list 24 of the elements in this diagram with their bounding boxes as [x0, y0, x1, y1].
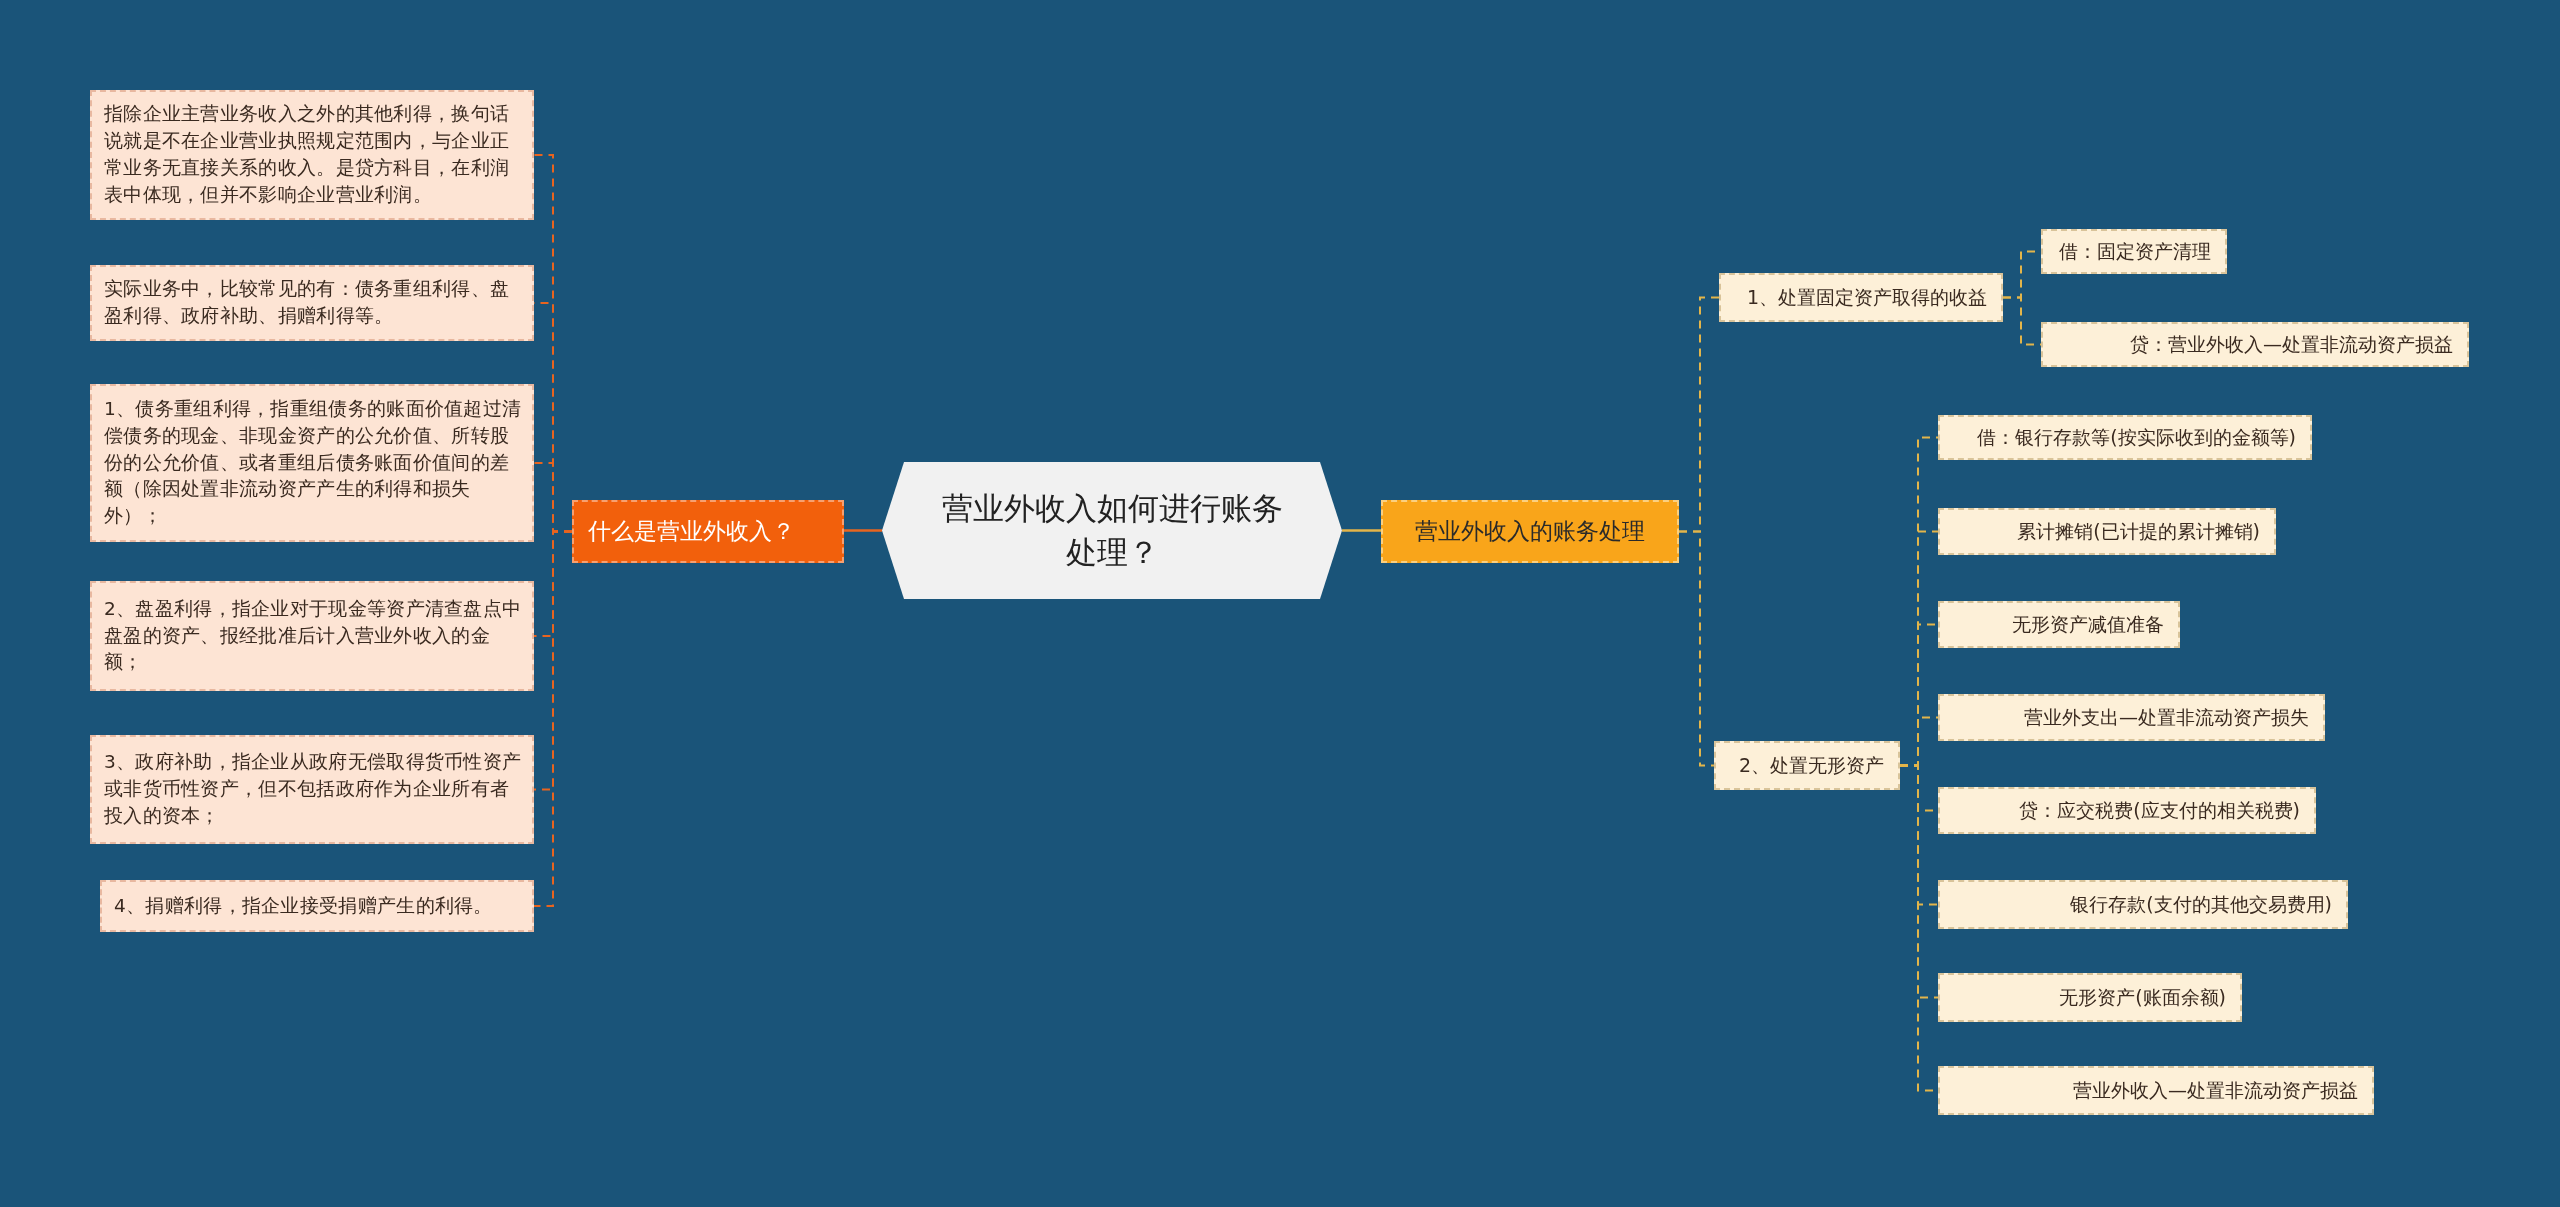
- note-box: 实际业务中，比较常见的有：债务重组利得、盘盈利得、政府补助、捐赠利得等。: [90, 265, 534, 341]
- topic-box: 营业外收入的账务处理: [1381, 500, 1679, 563]
- connector-line: [1342, 529, 1381, 532]
- entry-box: 1、处置固定资产取得的收益: [1719, 273, 2003, 322]
- entry-box: 2、处置无形资产: [1714, 741, 1900, 790]
- entry-box: 借：固定资产清理: [2041, 229, 2227, 274]
- entry-box: 银行存款(支付的其他交易费用): [1938, 880, 2348, 929]
- topic-box: 什么是营业外收入？: [572, 500, 844, 563]
- connector-line: [1678, 530, 1715, 767]
- entry-box: 无形资产减值准备: [1938, 601, 2180, 648]
- note-box: 4、捐赠利得，指企业接受捐赠产生的利得。: [100, 880, 534, 932]
- note-box: 2、盘盈利得，指企业对于现金等资产清查盘点中盘盈的资产、报经批准后计入营业外收入的金额；: [90, 581, 534, 691]
- note-box: 3、政府补助，指企业从政府无偿取得货币性资产或非货币性资产，但不包括政府作为企业所有者投入的资本；: [90, 735, 534, 844]
- entry-box: 贷：应交税费(应支付的相关税费): [1938, 787, 2316, 834]
- note-box: 1、债务重组利得，指重组债务的账面价值超过清偿债务的现金、非现金资产的公允价值、所转股份的公允价值、或者重组后债务账面价值间的差额（除因处置非流动资产产生的利得和损失外）；: [90, 384, 534, 542]
- entry-box: 贷：营业外收入—处置非流动资产损益: [2041, 322, 2469, 367]
- note-box: 指除企业主营业务收入之外的其他利得，换句话说就是不在企业营业执照规定范围内，与企业正常业务无直接关系的收入。是贷方科目，在利润表中体现，但并不影响企业营业利润。: [90, 90, 534, 220]
- entry-box: 借：银行存款等(按实际收到的金额等): [1938, 415, 2312, 460]
- connector-line: [844, 529, 882, 532]
- entry-box: 营业外支出—处置非流动资产损失: [1938, 694, 2325, 741]
- entry-box: 营业外收入—处置非流动资产损益: [1938, 1066, 2374, 1115]
- entry-box: 累计摊销(已计提的累计摊销): [1938, 508, 2276, 555]
- central-topic: 营业外收入如何进行账务处理？: [882, 462, 1342, 599]
- entry-box: 无形资产(账面余额): [1938, 973, 2242, 1022]
